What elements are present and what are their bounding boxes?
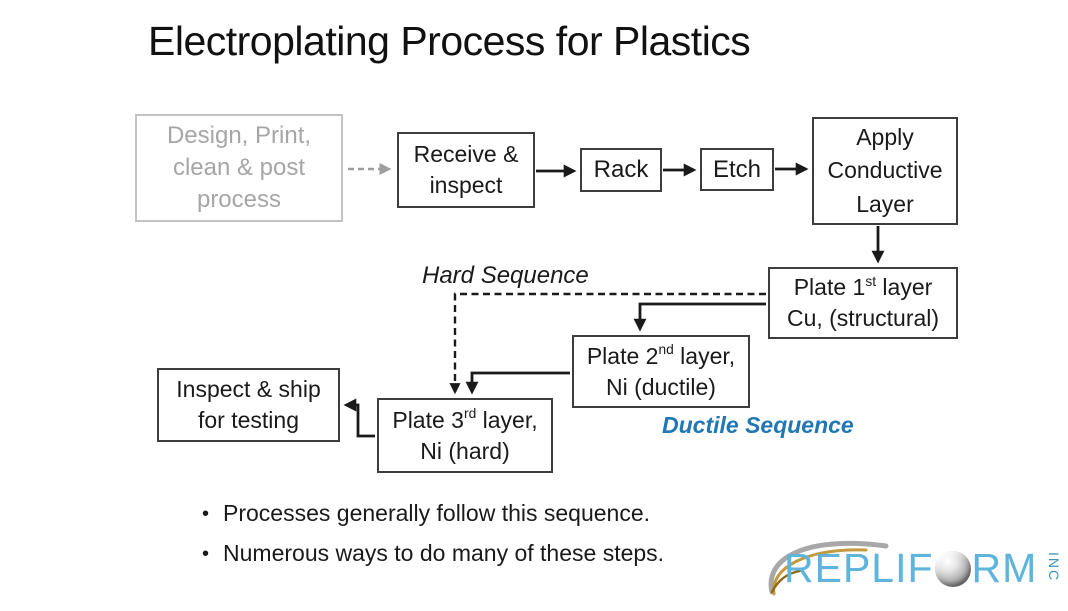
repliform-logo: REPLIF RM INC [760,534,1062,606]
box-text-line: Ni (hard) [420,437,510,464]
inspect-ship-box: Inspect & ship for testing [157,368,340,442]
box-text-line: Receive & [413,141,519,168]
box-text-line: Etch [712,155,762,183]
plate-1st-layer-box: Plate 1st layer Cu, (structural) [768,267,958,339]
logo-globe-icon [934,551,971,587]
box-text-line: process [196,185,282,213]
box-text-line: inspect [429,172,503,198]
box-text-line: Inspect & ship [176,376,321,403]
box-text-line: clean & post [172,154,306,182]
box-text-line: Conductive [827,157,943,184]
box-text-line: Rack [593,156,649,184]
logo-text-pre: REPLIF [784,545,934,591]
design-print-clean-box: Design, Print, clean & post process [135,114,343,222]
ductile-sequence-label: Ductile Sequence [662,412,854,438]
slide-title: Electroplating Process for Plastics [148,18,751,64]
box-text-line: Plate 3rd layer, [392,406,538,433]
rack-box: Rack [580,148,662,192]
arrow-plate3-to-inspect [343,398,375,438]
logo-wordmark: REPLIF RM INC [784,548,1067,589]
box-text-line: Design, Print, [166,122,312,150]
arrow-plate2-to-plate3 [465,371,570,395]
receive-inspect-box: Receive & inspect [397,132,535,208]
box-text-line: for testing [198,407,299,433]
plate-3rd-layer-box: Plate 3rd layer, Ni (hard) [377,398,553,473]
hard-sequence-label: Hard Sequence [422,262,589,289]
note-item: Numerous ways to do many of these steps. [202,540,664,567]
box-text-line: Plate 2nd layer, [586,342,736,369]
logo-inc-suffix: INC [1046,551,1063,583]
notes-list: Processes generally follow this sequence… [202,500,664,580]
logo-swoosh-icon [768,540,889,596]
plate-2nd-layer-box: Plate 2nd layer, Ni (ductile) [572,335,750,408]
logo-text-post: RM [971,545,1038,591]
box-text-line: Layer [856,190,914,217]
box-text-line: Apply [856,123,914,150]
note-item: Processes generally follow this sequence… [202,500,664,527]
etch-box: Etch [700,148,774,191]
arrow-plate1-to-plate2 [633,302,766,332]
box-text-line: Cu, (structural) [786,305,940,331]
apply-conductive-layer-box: Apply Conductive Layer [812,117,958,225]
box-text-line: Plate 1st layer [793,273,933,301]
box-text-line: Ni (ductile) [606,373,716,400]
